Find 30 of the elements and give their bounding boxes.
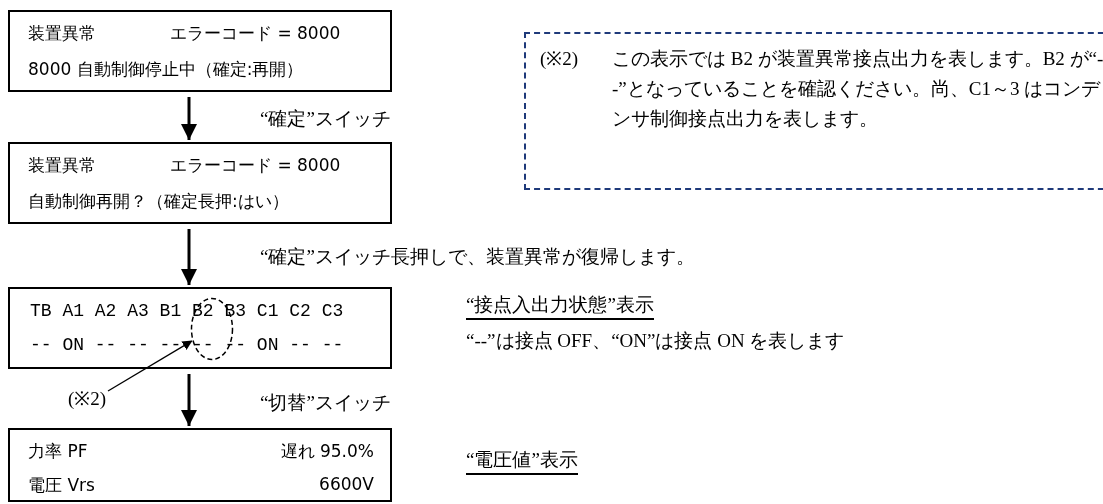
- edge-label: “確定”スイッチ長押しで、装置異常が復帰します。: [260, 245, 695, 269]
- arrow: [181, 97, 197, 140]
- edge-label: “切替”スイッチ: [260, 391, 391, 415]
- edge-label: “確定”スイッチ: [260, 107, 391, 131]
- display-text: 自動制御再開？（確定長押:はい）: [28, 190, 289, 213]
- note-marker: (※2): [68, 385, 107, 411]
- display-text: 6600V: [319, 474, 374, 494]
- display-text: TB A1 A2 A3 B1 B2 B3 C1 C2 C3: [30, 301, 344, 321]
- display-text: 遅れ 95.0%: [280, 440, 374, 463]
- lcd-display: [8, 142, 392, 224]
- lcd-display: [8, 287, 392, 369]
- display-text: 8000 自動制御停止中（確定:再開）: [28, 58, 304, 81]
- lcd-display: [8, 10, 392, 92]
- description-text: “--”は接点 OFF、“ON”は接点 ON を表します: [466, 329, 846, 353]
- arrow: [181, 374, 197, 426]
- leader-line: [107, 340, 193, 392]
- section-heading: “電圧値”表示: [466, 447, 578, 475]
- display-text: エラーコード = 8000: [170, 22, 341, 45]
- note-box: [524, 32, 1103, 190]
- note-marker: (※2): [540, 47, 579, 71]
- arrow: [181, 229, 197, 285]
- display-text: 装置異常: [28, 22, 96, 45]
- display-text: 力率 PF: [28, 440, 88, 463]
- display-text: -- ON -- -- -- -- -- ON -- --: [30, 335, 344, 355]
- display-text: エラーコード = 8000: [170, 154, 341, 177]
- display-text: 装置異常: [28, 154, 96, 177]
- display-text: 電圧 Vrs: [28, 474, 95, 497]
- note-text: この表示では B2 が装置異常接点出力を表します。B2 が“--”となっていることを確認ください。尚、C1～3 はコンデンサ制御接点出力を表します。: [612, 47, 1103, 131]
- lcd-display: [8, 428, 392, 502]
- section-heading: “接点入出力状態”表示: [466, 292, 654, 320]
